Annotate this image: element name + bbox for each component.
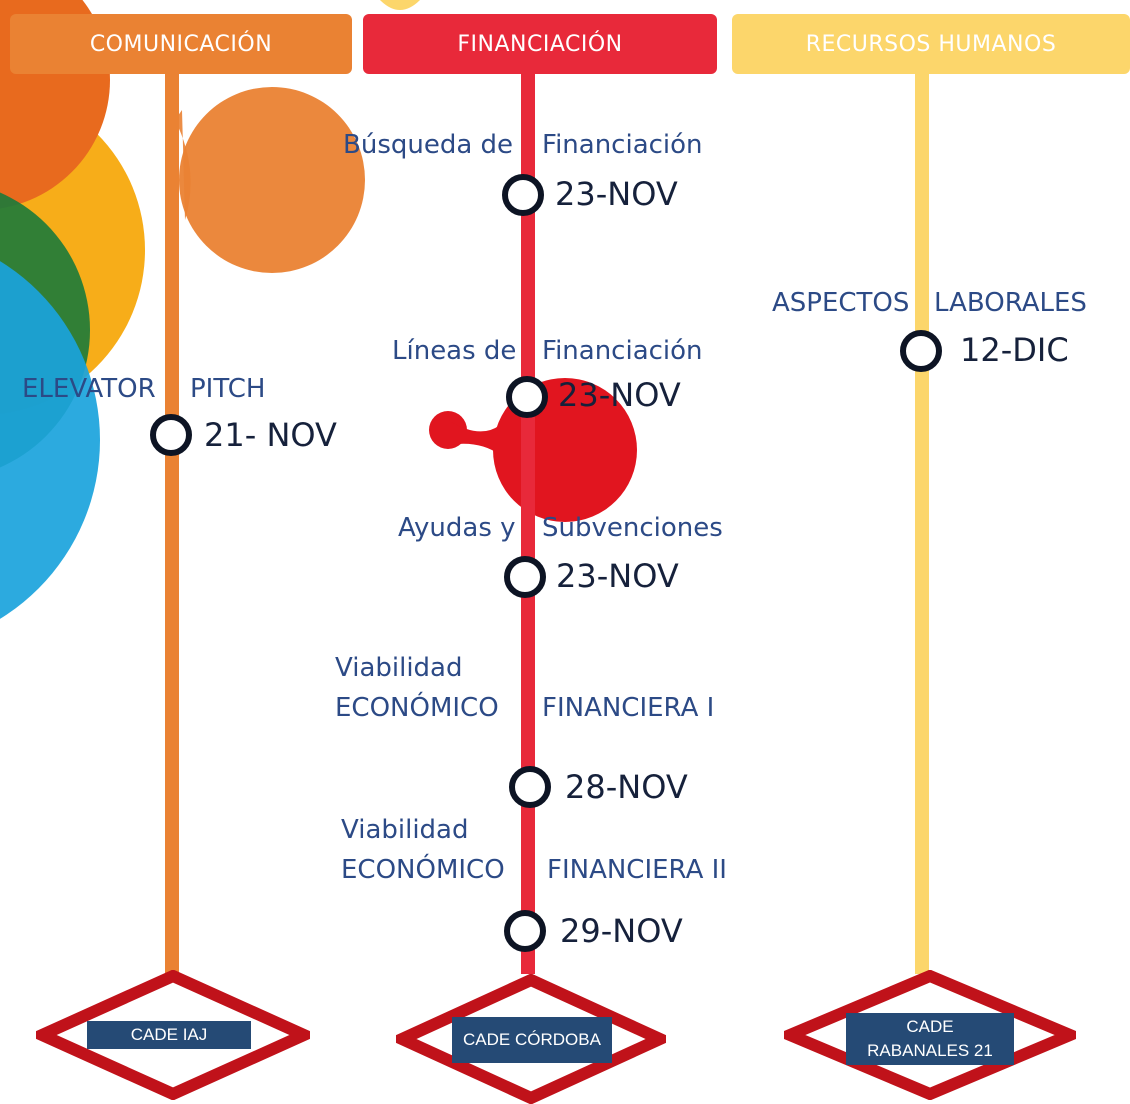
station-sign-cordoba	[396, 974, 666, 1104]
station-plaque-iaj: CADE IAJ	[87, 1021, 251, 1049]
header-rrhh: RECURSOS HUMANOS	[732, 14, 1130, 74]
stop-label-right: Financiación	[542, 336, 703, 366]
station-label-cordoba: CADE CÓRDOBA	[463, 1030, 601, 1049]
yellow-top-blob	[380, 0, 420, 10]
stop-label-left: Ayudas y	[398, 513, 516, 543]
light-orange-blob-connector	[175, 110, 191, 220]
blue-blob	[0, 261, 100, 619]
station-label-rabanales-line2: RABANALES 21	[867, 1041, 993, 1060]
header-financiacion-label: FINANCIACIÓN	[457, 31, 623, 57]
station-plaque-cordoba: CADE CÓRDOBA	[452, 1017, 612, 1063]
stop-date: 23-NOV	[558, 376, 681, 414]
stop-label-right: PITCH	[190, 374, 266, 404]
stop-label-right: LABORALES	[934, 288, 1087, 318]
station-plaque-rabanales: CADE RABANALES 21	[846, 1013, 1014, 1065]
stop-node	[504, 910, 546, 952]
light-orange-blob	[179, 87, 365, 273]
stop-node	[502, 174, 544, 216]
header-financiacion: FINANCIACIÓN	[363, 14, 717, 74]
station-diamond	[784, 970, 1076, 1100]
stop-label-left: ELEVATOR	[22, 374, 156, 404]
line-financiacion	[521, 74, 535, 974]
stop-date: 23-NOV	[556, 557, 679, 595]
station-label-rabanales-line1: CADE	[906, 1017, 954, 1036]
stop-node	[504, 556, 546, 598]
red-blob-connector	[448, 420, 500, 455]
stop-date: 28-NOV	[565, 768, 688, 806]
stop-label-left-line1: Viabilidad	[335, 653, 463, 683]
stop-node	[900, 330, 942, 372]
stop-label-right: FINANCIERA II	[547, 855, 727, 885]
stop-node	[509, 766, 551, 808]
stop-label-left-line2: ECONÓMICO	[341, 855, 505, 885]
stop-label-right: Financiación	[542, 130, 703, 160]
header-rrhh-label: RECURSOS HUMANOS	[805, 31, 1057, 57]
station-sign-rabanales	[784, 970, 1076, 1100]
station-sign-iaj	[36, 970, 310, 1100]
station-diamond	[36, 970, 310, 1100]
stop-label-right: FINANCIERA I	[542, 693, 715, 723]
header-comunicacion-label: COMUNICACIÓN	[89, 31, 273, 57]
line-comunicacion	[165, 74, 179, 974]
station-diamond	[396, 974, 666, 1104]
stop-date: 23-NOV	[555, 175, 678, 213]
header-comunicacion: COMUNICACIÓN	[10, 14, 352, 74]
stop-label-left: Líneas de	[392, 336, 517, 366]
stop-label-left: Búsqueda de	[343, 130, 514, 160]
line-rrhh	[915, 74, 929, 974]
stop-node	[150, 414, 192, 456]
stop-date: 21- NOV	[204, 416, 337, 454]
station-label-iaj: CADE IAJ	[130, 1025, 208, 1044]
stop-node	[506, 376, 548, 418]
stop-label-left: ASPECTOS	[772, 288, 910, 318]
stop-date: 12-DIC	[960, 331, 1069, 369]
stop-label-right: Subvenciones	[542, 513, 723, 543]
stop-date: 29-NOV	[560, 912, 683, 950]
stop-label-left-line2: ECONÓMICO	[335, 693, 499, 723]
stop-label-left-line1: Viabilidad	[341, 815, 469, 845]
